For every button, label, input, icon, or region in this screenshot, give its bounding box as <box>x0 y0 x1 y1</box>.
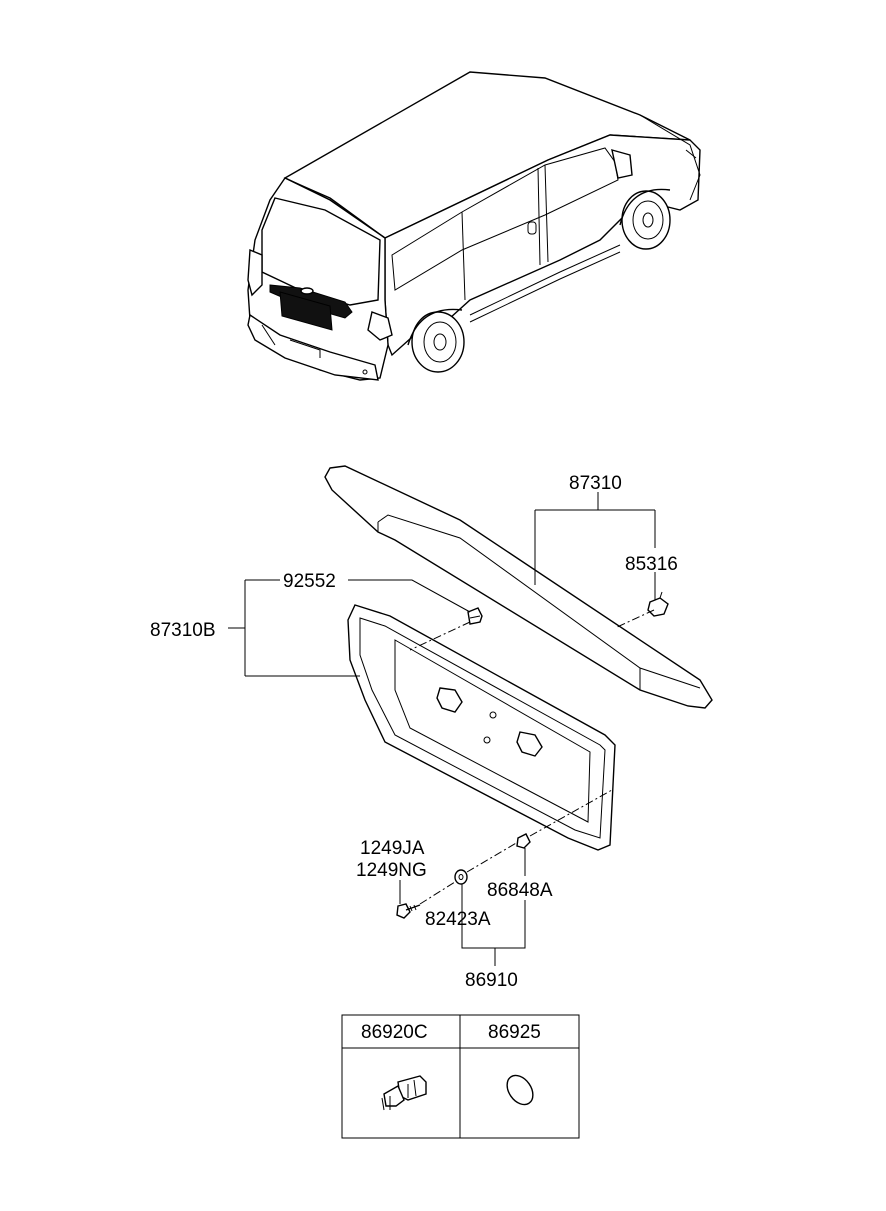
garnish-87310B <box>347 604 616 851</box>
clip-86920C-icon <box>381 1075 427 1111</box>
label-82423A: 82423A <box>425 909 491 930</box>
label-1249JA: 1249JA <box>360 838 425 859</box>
label-87310B: 87310B <box>150 620 216 641</box>
washer-82423A <box>454 869 468 885</box>
table-header-86920C: 86920C <box>361 1022 428 1043</box>
spoiler-87310 <box>324 465 713 709</box>
label-86910: 86910 <box>465 970 518 991</box>
label-85316: 85316 <box>625 554 678 575</box>
leader-lines <box>228 492 656 966</box>
screw-1249JA <box>396 903 421 919</box>
cap-86925-icon <box>506 1074 534 1106</box>
clip-85316 <box>647 591 669 617</box>
label-87310: 87310 <box>569 473 622 494</box>
grommet-86848A <box>516 833 531 849</box>
label-1249NG: 1249NG <box>356 860 427 881</box>
label-86848A: 86848A <box>487 880 553 901</box>
clip-92552 <box>467 607 483 625</box>
table-header-86925: 86925 <box>488 1022 541 1043</box>
parts-table: 86920C 86925 <box>341 1014 580 1139</box>
van-illustration <box>247 71 701 381</box>
label-92552: 92552 <box>283 571 336 592</box>
